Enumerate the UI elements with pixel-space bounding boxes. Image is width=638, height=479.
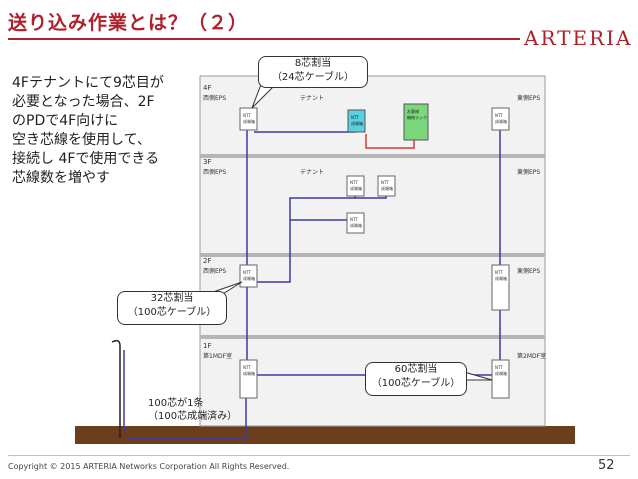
svg-text:成端箱: 成端箱: [350, 222, 362, 228]
ntt-box-3f-c: NTT 成端箱: [346, 212, 365, 234]
svg-text:成端箱: 成端箱: [495, 118, 507, 124]
description-line: 芯線数を増やす: [12, 170, 110, 186]
tenant-4f: テナント: [300, 95, 324, 102]
ntt-box-3f-a: NTT 成端箱: [346, 175, 365, 197]
floor-label-3f: 3F: [203, 158, 211, 166]
floor-slab: [200, 335, 545, 339]
ntt-tenant-box-4f: NTT 成端箱: [347, 109, 366, 133]
svg-text:機械ラック: 機械ラック: [407, 114, 427, 120]
ntt-box-1f-west: NTT 成端箱: [239, 359, 258, 399]
eps-east-3f: 東側EPS: [517, 168, 540, 176]
svg-text:成端箱: 成端箱: [495, 370, 507, 376]
svg-text:成端箱: 成端箱: [243, 118, 255, 124]
description-text: 4Fテナントにて9芯目が 必要となった場合、2F のPDで4F向けに 空き芯線を…: [12, 74, 164, 188]
svg-text:NTT: NTT: [350, 217, 358, 222]
callout-left-line1: 32芯割当: [150, 293, 194, 304]
callout-top-line2: （24芯ケーブル）: [271, 72, 355, 83]
callout-top: 8芯割当 （24芯ケーブル）: [258, 56, 368, 88]
callout-top-line1: 8芯割当: [294, 58, 332, 69]
svg-text:NTT: NTT: [495, 113, 503, 118]
tenant-3f: テナント: [300, 169, 324, 176]
description-line: 空き芯線を使用して、: [12, 132, 151, 148]
arteria-logo: ARTERIA: [524, 26, 633, 50]
svg-text:NTT: NTT: [243, 270, 251, 275]
svg-text:NTT: NTT: [495, 270, 503, 275]
description-line: 4Fテナントにて9芯目が: [12, 75, 164, 91]
floor-slab: [200, 154, 545, 158]
description-line: 必要となった場合、2F: [12, 94, 155, 110]
svg-text:NTT: NTT: [495, 365, 503, 370]
svg-text:NTT: NTT: [351, 115, 359, 120]
eps-west-4f: 西側EPS: [203, 94, 226, 102]
svg-text:お客様: お客様: [407, 108, 419, 114]
eps-east-2f: 東側EPS: [517, 267, 540, 275]
eps-east-4f: 東側EPS: [517, 94, 540, 102]
floor-label-2f: 2F: [203, 257, 211, 265]
mdf-room-2: 第2MDF室: [517, 352, 546, 360]
svg-text:成端箱: 成端箱: [381, 185, 393, 191]
incoming-cable-end: [111, 339, 121, 438]
floor-slab: [200, 253, 545, 257]
svg-text:NTT: NTT: [381, 180, 389, 185]
svg-text:NTT: NTT: [350, 180, 358, 185]
svg-text:NTT: NTT: [243, 365, 251, 370]
footer-divider: [8, 455, 630, 456]
copyright-footer: Copyright © 2015 ARTERIA Networks Corpor…: [8, 462, 290, 471]
svg-text:成端箱: 成端箱: [350, 185, 362, 191]
callout-bottom: 100芯が1条 （100芯成端済み）: [148, 397, 237, 423]
callout-bottom-line1: 100芯が1条: [148, 398, 204, 409]
underground-cable: [128, 397, 247, 439]
ntt-box-3f-b: NTT 成端箱: [377, 175, 396, 197]
svg-text:成端箱: 成端箱: [243, 370, 255, 376]
customer-link: [365, 134, 415, 149]
callout-right-line1: 60芯割当: [394, 364, 438, 375]
description-line: 接続し 4Fで使用できる: [12, 151, 160, 167]
eps-west-2f: 西側EPS: [203, 267, 226, 275]
svg-text:成端箱: 成端箱: [495, 275, 507, 281]
ntt-box-2f-west: NTT 成端箱: [239, 264, 258, 288]
page-title: 送り込み作業とは？（２）: [8, 12, 249, 34]
callout-right: 60芯割当 （100芯ケーブル）: [365, 362, 467, 396]
page-number: 52: [598, 458, 615, 473]
floor-label-1f: 1F: [203, 342, 211, 350]
ntt-box-4f-east: NTT 成端箱: [491, 107, 510, 131]
svg-text:NTT: NTT: [243, 113, 251, 118]
svg-text:成端箱: 成端箱: [351, 120, 363, 126]
mdf-room-1: 第1MDF室: [203, 352, 232, 360]
title-underline: [8, 38, 520, 40]
callout-right-line2: （100芯ケーブル）: [371, 378, 461, 389]
callout-left: 32芯割当 （100芯ケーブル）: [117, 291, 227, 325]
description-line: のPDで4F向けに: [12, 113, 119, 129]
ntt-box-1f-east: NTT 成端箱: [491, 359, 510, 399]
ntt-box-4f-west: NTT 成端箱: [239, 107, 258, 131]
ntt-box-2f-east: NTT 成端箱: [491, 264, 510, 311]
ground: [75, 426, 575, 444]
callout-left-line2: （100芯ケーブル）: [127, 307, 217, 318]
customer-rack-4f: お客様 機械ラック: [403, 103, 429, 141]
callout-bottom-line2: （100芯成端済み）: [148, 411, 238, 422]
floor-label-4f: 4F: [203, 84, 211, 92]
eps-west-3f: 西側EPS: [203, 168, 226, 176]
svg-text:成端箱: 成端箱: [243, 275, 255, 281]
